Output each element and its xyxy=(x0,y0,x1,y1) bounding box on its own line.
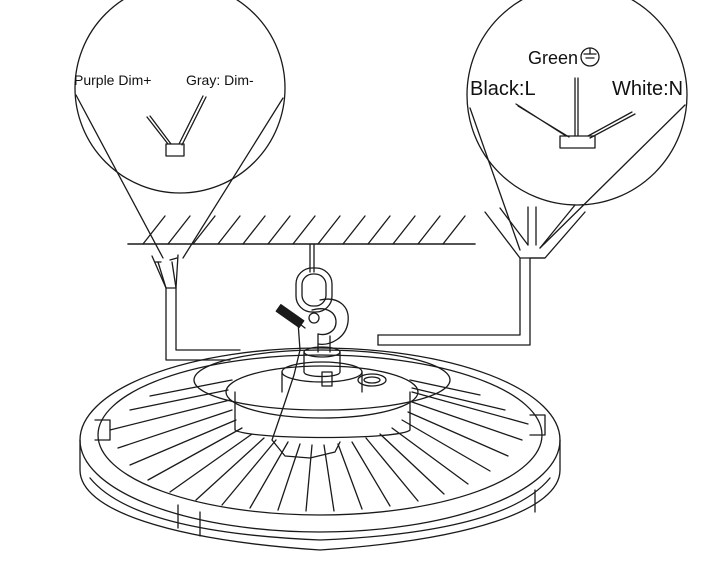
green-label: Green xyxy=(528,48,578,68)
power-cable xyxy=(377,204,586,346)
ceiling-hanger xyxy=(295,243,333,313)
lamp-driver-housing xyxy=(193,346,451,439)
heat-sink-fins xyxy=(109,379,529,512)
ground-symbol-icon xyxy=(580,47,600,67)
safety-rope xyxy=(271,304,341,459)
white-wire xyxy=(587,111,636,139)
white-n-label: White:N xyxy=(612,78,683,100)
power-callout-circle xyxy=(466,0,688,206)
power-wire-callout xyxy=(466,0,688,251)
lamp-body xyxy=(79,347,561,551)
gray-wire xyxy=(178,95,207,146)
gray-dim-minus-label: Gray: Dim- xyxy=(186,72,254,88)
purple-wire xyxy=(146,115,172,145)
black-l-label: Black:L xyxy=(470,78,536,100)
dimming-cable xyxy=(151,254,241,361)
ceiling xyxy=(127,215,476,245)
black-wire xyxy=(515,103,570,138)
green-wire xyxy=(574,77,579,137)
power-leader-left xyxy=(469,107,521,251)
purple-dim-plus-label: Purple Dim+ xyxy=(74,72,151,88)
dimming-wire-callout xyxy=(74,0,286,259)
power-leader-right xyxy=(539,104,686,249)
callout-leader-left xyxy=(75,94,164,259)
lamp-hook xyxy=(308,298,349,353)
dimming-callout-circle xyxy=(74,0,286,194)
dimming-wire-sleeve xyxy=(165,143,185,157)
callout-leader-right xyxy=(182,97,284,259)
